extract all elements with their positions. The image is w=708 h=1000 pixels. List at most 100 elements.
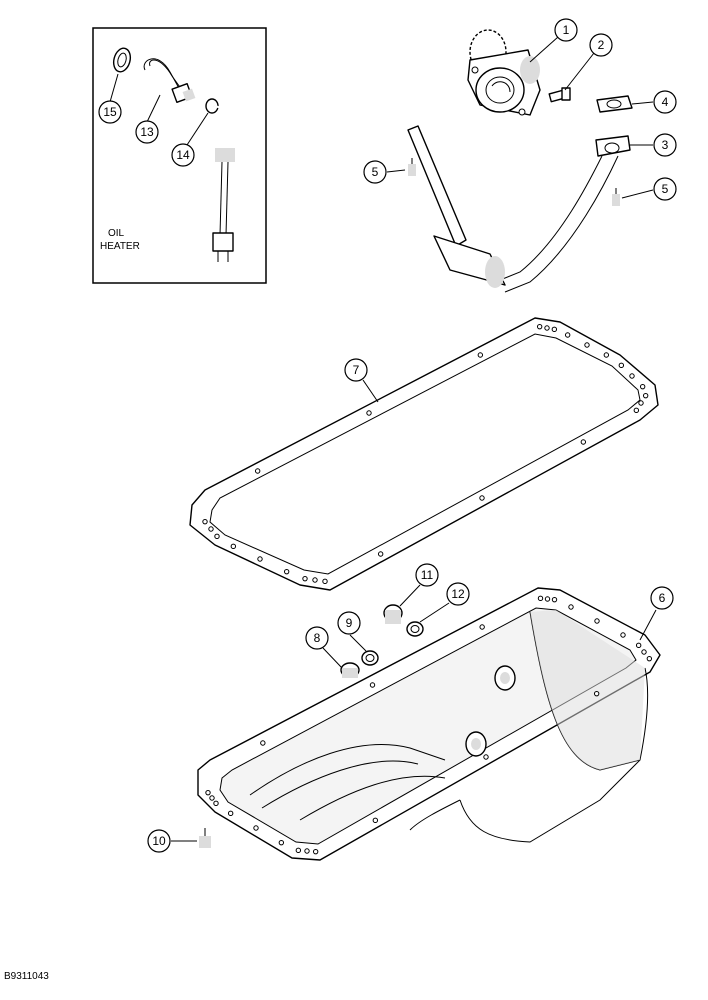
callout-5-left-label: 5 bbox=[372, 165, 379, 179]
bolt-hole bbox=[254, 468, 261, 474]
bolt-hole bbox=[551, 596, 558, 603]
bolt-hole bbox=[257, 556, 263, 562]
pan-bolt-holes bbox=[205, 595, 653, 855]
gasket-bolt-holes bbox=[202, 323, 649, 585]
bolt-hole bbox=[312, 848, 319, 855]
callout-7: 7 bbox=[344, 358, 368, 382]
pan-drain-valve bbox=[199, 828, 211, 848]
bolt-hole bbox=[209, 795, 215, 801]
callout-11-label: 11 bbox=[421, 568, 434, 582]
bolt-hole bbox=[304, 848, 310, 854]
bolt-hole bbox=[633, 407, 640, 414]
fitting-seal-ring bbox=[361, 650, 379, 666]
callout-6-label: 6 bbox=[659, 591, 666, 605]
bolt-hole bbox=[479, 624, 485, 630]
bolt-hole bbox=[295, 847, 302, 854]
callout-11: 11 bbox=[415, 563, 439, 587]
bolt-hole bbox=[638, 400, 644, 406]
bolt-hole bbox=[551, 326, 558, 333]
bolt-hole bbox=[214, 533, 220, 540]
bolt-hole bbox=[372, 817, 379, 824]
callout-13-label: 13 bbox=[140, 125, 154, 139]
callout-12: 12 bbox=[446, 582, 470, 606]
callout-2: 2 bbox=[589, 33, 613, 57]
heater-cord bbox=[205, 98, 235, 262]
callout-1-label: 1 bbox=[563, 23, 570, 37]
bolt-hole bbox=[278, 839, 285, 846]
bolt-hole bbox=[580, 439, 587, 445]
heater-adapter-fitting bbox=[383, 604, 403, 624]
callout-7-label: 7 bbox=[353, 363, 360, 377]
callout-10-label: 10 bbox=[152, 834, 166, 848]
bolt-hole bbox=[537, 595, 544, 602]
callout-8-label: 8 bbox=[314, 631, 321, 645]
tube-bolt-left bbox=[408, 158, 416, 176]
callout-6: 6 bbox=[650, 586, 674, 610]
bolt-hole bbox=[283, 568, 290, 575]
bolt-hole bbox=[568, 604, 574, 610]
bolt-hole bbox=[629, 373, 635, 379]
oil-heater-washer bbox=[112, 47, 132, 73]
oil-pickup-tube bbox=[407, 125, 631, 293]
bolt-hole bbox=[202, 518, 208, 525]
bolt-hole bbox=[639, 383, 646, 390]
bolt-hole bbox=[205, 789, 211, 796]
leader-lines bbox=[109, 36, 657, 842]
bolt-hole bbox=[584, 342, 590, 348]
bolt-hole bbox=[603, 352, 610, 358]
callout-3-label: 3 bbox=[662, 138, 669, 152]
bolt-hole bbox=[618, 362, 625, 369]
bolt-hole bbox=[208, 526, 214, 532]
bolt-hole bbox=[544, 596, 551, 602]
bolt-hole bbox=[483, 754, 489, 760]
bolt-hole bbox=[620, 632, 626, 638]
callout-13: 13 bbox=[135, 120, 159, 144]
callout-9: 9 bbox=[337, 611, 361, 635]
bolt-hole bbox=[635, 642, 642, 649]
callout-1: 1 bbox=[554, 18, 578, 42]
bolt-hole bbox=[536, 323, 543, 330]
callout-8: 8 bbox=[305, 626, 329, 650]
oil-pan-gasket bbox=[189, 317, 659, 591]
oil-pump bbox=[467, 29, 541, 116]
bolt-hole bbox=[322, 578, 328, 585]
callout-2-label: 2 bbox=[598, 38, 605, 52]
inset-title-line1: OIL bbox=[108, 228, 125, 239]
bolt-hole bbox=[544, 325, 550, 331]
drain-plug-fitting bbox=[340, 662, 360, 678]
callout-4-label: 4 bbox=[662, 95, 669, 109]
callout-9-label: 9 bbox=[346, 616, 353, 630]
bolt-hole bbox=[302, 575, 308, 582]
callout-4: 4 bbox=[653, 90, 677, 114]
bolt-hole bbox=[479, 495, 485, 501]
bolt-hole bbox=[641, 649, 647, 655]
callout-3: 3 bbox=[653, 133, 677, 157]
heater-element bbox=[143, 58, 196, 104]
bolt-hole bbox=[564, 332, 571, 338]
bolt-hole bbox=[253, 825, 259, 831]
bolt-hole bbox=[366, 410, 372, 416]
bolt-hole bbox=[227, 810, 234, 817]
bolt-hole bbox=[369, 682, 376, 688]
callout-5-right-label: 5 bbox=[662, 182, 669, 196]
bolt-hole bbox=[646, 655, 653, 662]
callout-14: 14 bbox=[171, 143, 195, 167]
figure-code: B9311043 bbox=[4, 971, 49, 982]
bolt-hole bbox=[642, 392, 649, 399]
bolt-hole bbox=[593, 690, 600, 697]
adapter-seal-ring bbox=[406, 621, 424, 637]
callout-5-left: 5 bbox=[363, 160, 387, 184]
bolt-hole bbox=[312, 577, 318, 583]
callout-5-right: 5 bbox=[653, 177, 677, 201]
oil-heater-inset: OIL HEATER bbox=[92, 27, 267, 284]
bolt-hole bbox=[213, 800, 219, 807]
inset-title-line2: HEATER bbox=[100, 241, 140, 252]
bolt-hole bbox=[230, 543, 237, 550]
bolt-hole bbox=[260, 740, 266, 746]
bolt-hole bbox=[477, 352, 484, 358]
callout-14-label: 14 bbox=[176, 148, 190, 162]
oil-pan bbox=[197, 587, 661, 861]
callout-12-label: 12 bbox=[451, 587, 465, 601]
callout-15-label: 15 bbox=[103, 105, 117, 119]
